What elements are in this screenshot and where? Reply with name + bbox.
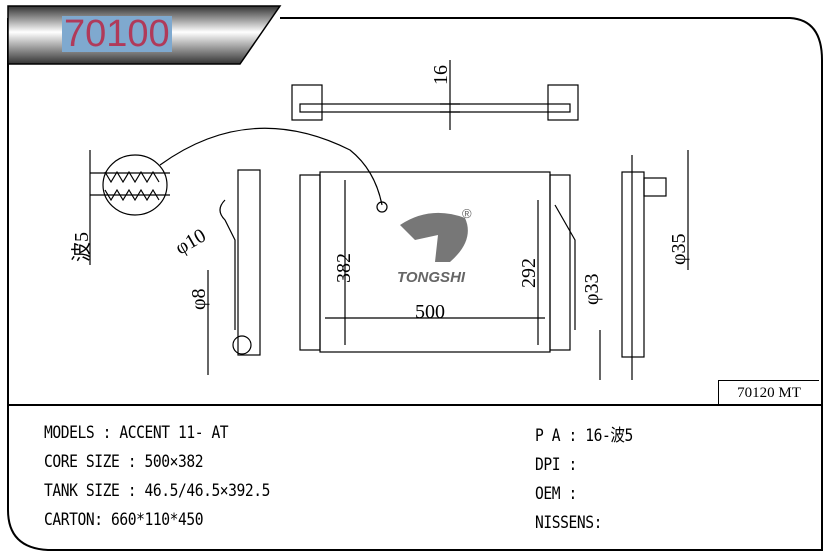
dim-outlet-dia: φ33	[581, 273, 603, 305]
logo	[400, 212, 468, 262]
dim-small-dia: φ8	[188, 288, 210, 310]
page-title: 70100	[62, 13, 172, 55]
dim-fin: 波5	[70, 232, 93, 262]
dim-side-height: 292	[518, 258, 540, 288]
dim-top-thickness: 16	[430, 65, 452, 85]
dim-inlet-dia: φ10	[172, 225, 210, 260]
specs-right: P A : 16-波5 DPI : OEM : NISSENS:	[535, 422, 633, 538]
spec-nissens: NISSENS:	[535, 513, 602, 533]
left-side-view	[207, 169, 261, 375]
specs-left: MODELS : ACCENT 11- AT CORE SIZE : 500×3…	[44, 419, 270, 535]
spec-models: MODELS : ACCENT 11- AT	[44, 423, 229, 443]
fin-detail	[89, 127, 388, 265]
dim-core-width: 500	[415, 301, 445, 323]
dim-core-height: 382	[333, 253, 355, 283]
spec-dpi: DPI :	[535, 455, 577, 475]
front-view	[299, 171, 576, 353]
spec-tank-size: TANK SIZE : 46.5/46.5×392.5	[44, 481, 271, 501]
spec-pa: P A : 16-波5	[535, 426, 633, 446]
spec-core-size: CORE SIZE : 500×382	[44, 452, 204, 472]
spec-carton: CARTON: 660*110*450	[44, 510, 204, 530]
logo-registered: ®	[462, 206, 472, 221]
right-side-view	[599, 150, 689, 380]
dim-pipe-dia: φ35	[668, 233, 690, 265]
part-number: 70120 MT	[718, 380, 819, 406]
spec-oem: OEM :	[535, 484, 577, 504]
logo-text: TONGSHI	[397, 269, 466, 286]
top-view	[291, 60, 579, 130]
